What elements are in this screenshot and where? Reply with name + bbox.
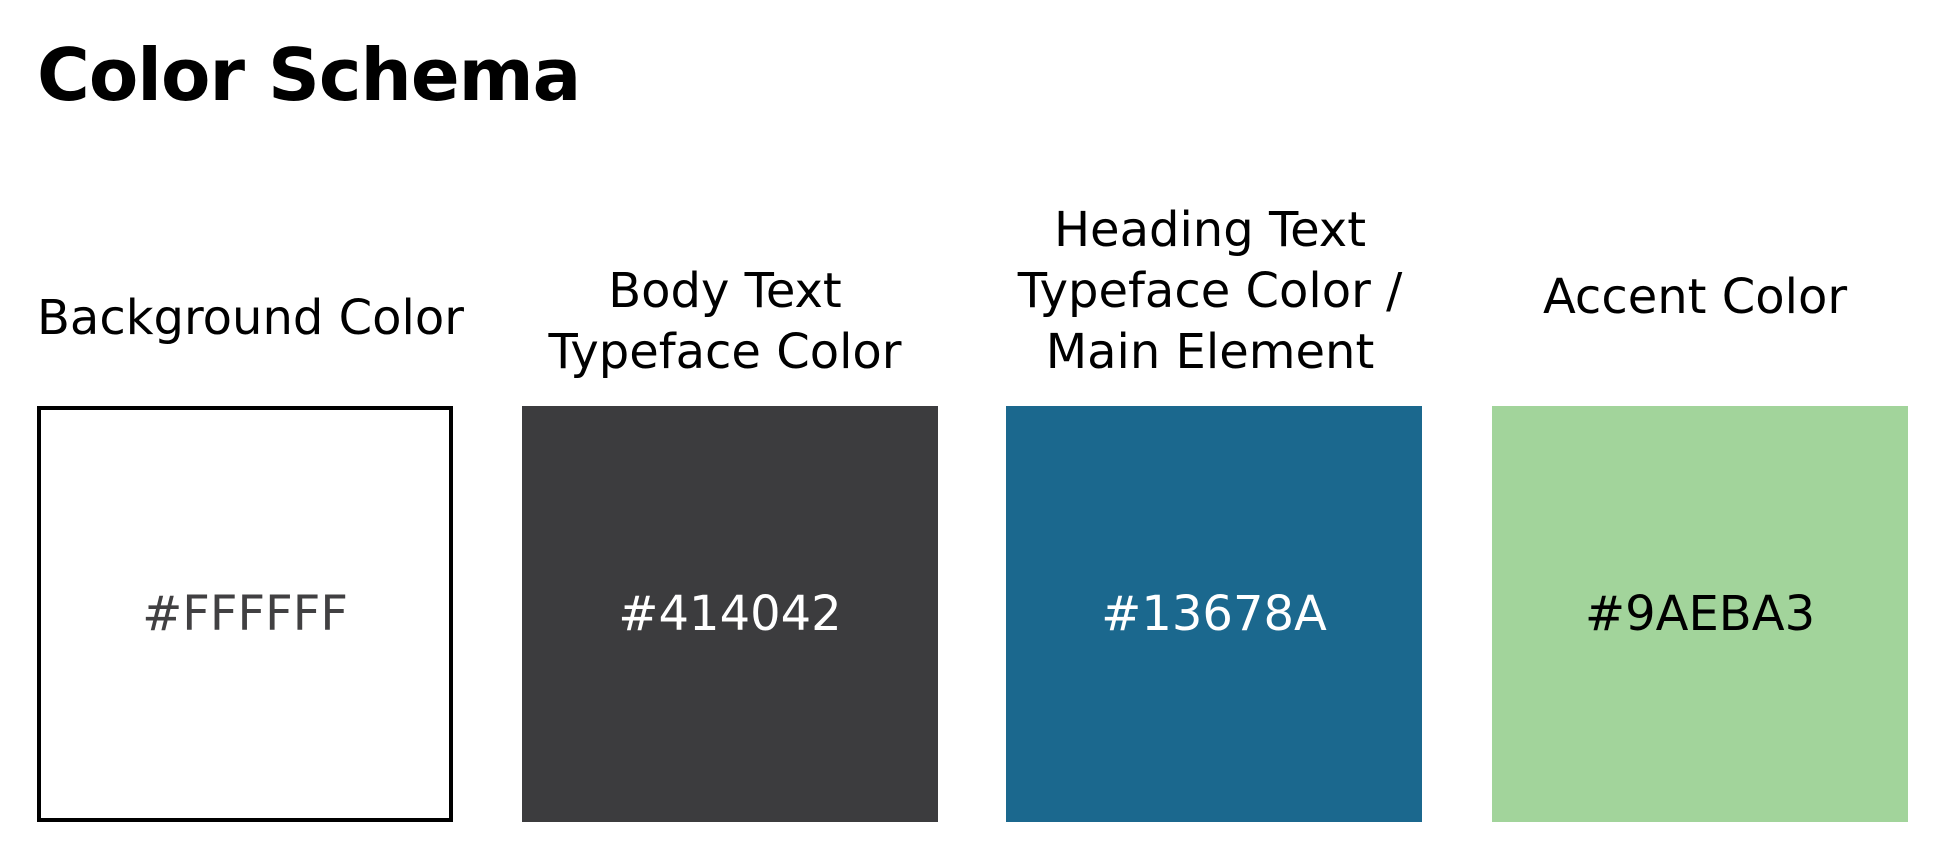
swatch-body-text: #414042 <box>522 406 938 822</box>
swatch-label-heading-text: Heading Text Typeface Color / Main Eleme… <box>1000 200 1420 383</box>
swatch-group-heading-text: Heading Text Typeface Color / Main Eleme… <box>1000 0 1422 860</box>
swatch-label-line: Typeface Color <box>548 324 902 380</box>
swatch-hex-value: #FFFFFF <box>142 586 348 642</box>
swatch-hex-value: #414042 <box>618 586 842 642</box>
swatch-label-line: Body Text <box>608 263 842 319</box>
swatch-hex-value: #9AEBA3 <box>1584 586 1816 642</box>
swatch-group-accent: Accent Color #9AEBA3 <box>1485 0 1908 860</box>
swatch-label-line: Main Element <box>1045 324 1375 380</box>
swatch-label-body-text: Body Text Typeface Color <box>515 261 935 383</box>
swatch-group-body-text: Body Text Typeface Color #414042 <box>515 0 938 860</box>
swatch-label-line: Heading Text <box>1053 202 1367 258</box>
swatch-heading-text: #13678A <box>1006 406 1422 822</box>
page-title: Color Schema <box>37 33 581 117</box>
swatch-label-line: Accent Color <box>1542 269 1848 325</box>
swatch-label-background: Background Color <box>28 288 464 349</box>
swatch-background: #FFFFFF <box>37 406 453 822</box>
swatch-label-accent: Accent Color <box>1485 267 1905 328</box>
swatch-hex-value: #13678A <box>1101 586 1327 642</box>
swatch-accent: #9AEBA3 <box>1492 406 1908 822</box>
swatch-label-line: Background Color <box>37 290 464 346</box>
swatch-group-background: Background Color #FFFFFF <box>28 0 464 860</box>
swatch-label-line: Typeface Color / <box>1017 263 1403 319</box>
